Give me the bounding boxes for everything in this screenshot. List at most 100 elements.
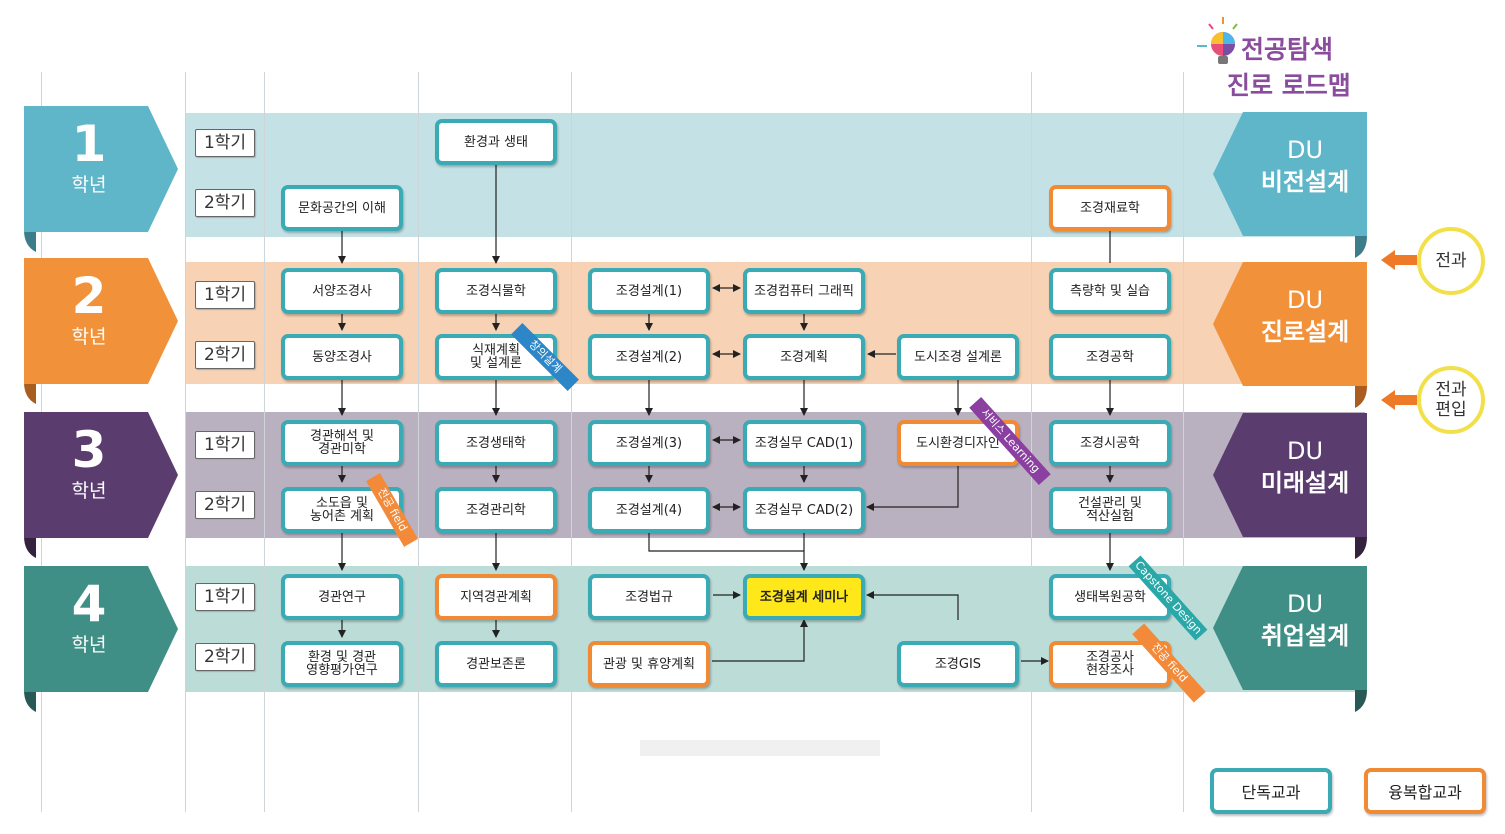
du-title: DU xyxy=(1286,136,1324,164)
transfer-circle: 전과 xyxy=(1417,227,1485,295)
course-box: 문화공간의 이해 xyxy=(281,185,403,231)
course-label: 조경시공학 xyxy=(1080,435,1140,451)
course-label: 생태복원공학 xyxy=(1074,589,1146,605)
course-label: 조경설계 세미나 xyxy=(759,589,849,605)
course-box: 조경실무 CAD(1) xyxy=(743,420,865,466)
arrow-left-icon xyxy=(1381,250,1417,270)
grade-number: 3 xyxy=(71,421,107,479)
du-subtitle: 취업설계 xyxy=(1260,622,1350,650)
course-box: 경관보존론 xyxy=(435,641,557,687)
course-box: 환경 및 경관 영향평가연구 xyxy=(281,641,403,687)
course-box: 건설관리 및 적산실험 xyxy=(1049,487,1171,533)
lightbulb-icon xyxy=(1197,17,1238,64)
course-box: 조경생태학 xyxy=(435,420,557,466)
column-divider xyxy=(1031,72,1032,812)
grade-2-tab: 2 학년 xyxy=(24,258,178,404)
course-label: 조경설계(4) xyxy=(615,502,683,518)
du-vision-tab: DU 비전설계 xyxy=(1213,112,1367,258)
du-title: DU xyxy=(1286,437,1324,465)
grade-number: 2 xyxy=(71,267,107,325)
course-label: 환경 및 경관 영향평가연구 xyxy=(306,650,378,678)
grade-number: 1 xyxy=(71,115,107,173)
legend-label: 융복합교과 xyxy=(1388,783,1462,802)
legend-single: 단독교과 xyxy=(1210,768,1332,814)
du-subtitle: 진로설계 xyxy=(1260,318,1350,346)
course-box: 조경계획 xyxy=(743,334,865,380)
course-box: 측량학 및 실습 xyxy=(1049,268,1171,314)
du-subtitle: 미래설계 xyxy=(1260,469,1350,497)
grade-label: 학년 xyxy=(71,174,107,196)
course-label: 조경컴퓨터 그래픽 xyxy=(754,283,854,299)
course-box: 도시조경 설계론 xyxy=(897,334,1019,380)
course-label: 도시조경 설계론 xyxy=(914,349,1002,365)
legend-label: 단독교과 xyxy=(1241,783,1301,802)
course-box: 조경법규 xyxy=(588,574,710,620)
transfer-admit-label: 편입 xyxy=(1435,400,1467,420)
course-label: 조경식물학 xyxy=(466,283,526,299)
course-label: 조경설계(3) xyxy=(615,435,683,451)
course-label: 조경공학 xyxy=(1086,349,1134,365)
course-label: 건설관리 및 적산실험 xyxy=(1078,496,1142,524)
course-label: 조경실무 CAD(1) xyxy=(754,435,854,451)
gray-bar xyxy=(640,740,880,756)
course-box: 경관해석 및 경관미학 xyxy=(281,420,403,466)
course-box: 조경재료학 xyxy=(1049,185,1171,231)
course-label: 조경설계(2) xyxy=(615,349,683,365)
grade-number: 4 xyxy=(71,575,107,633)
arrow-left-icon xyxy=(1381,390,1417,410)
course-label: 도시환경디자인 xyxy=(916,435,1000,451)
legend-fusion: 융복합교과 xyxy=(1364,768,1486,814)
du-title: DU xyxy=(1286,286,1324,314)
course-box: 동양조경사 xyxy=(281,334,403,380)
course-box: 조경관리학 xyxy=(435,487,557,533)
course-label: 관광 및 휴양계획 xyxy=(603,656,695,672)
title-line1: 전공탐색 xyxy=(1241,35,1334,64)
course-label: 소도읍 및 농어촌 계획 xyxy=(310,496,374,524)
du-title: DU xyxy=(1286,590,1324,618)
course-box: 조경컴퓨터 그래픽 xyxy=(743,268,865,314)
semester-label: 2학기 xyxy=(195,643,255,671)
semester-label: 2학기 xyxy=(195,189,255,217)
grade-label: 학년 xyxy=(71,326,107,348)
semester-label: 1학기 xyxy=(195,431,255,459)
course-box: 조경설계(4) xyxy=(588,487,710,533)
course-label: 식재계획 및 설계론 xyxy=(470,343,522,371)
course-label: 조경관리학 xyxy=(466,502,526,518)
course-box: 조경GIS xyxy=(897,641,1019,687)
course-box: 조경시공학 xyxy=(1049,420,1171,466)
course-label: 서양조경사 xyxy=(312,283,372,299)
course-label: 환경과 생태 xyxy=(464,134,528,150)
course-box: 지역경관계획 xyxy=(435,574,557,620)
course-box: 조경설계(1) xyxy=(588,268,710,314)
semester-label: 2학기 xyxy=(195,341,255,369)
course-label: 조경공사 현장조사 xyxy=(1086,650,1134,678)
course-box-highlight: 조경설계 세미나 xyxy=(743,574,865,620)
course-box: 조경설계(2) xyxy=(588,334,710,380)
column-divider xyxy=(264,72,265,812)
du-future-tab: DU 미래설계 xyxy=(1213,413,1367,559)
course-label: 문화공간의 이해 xyxy=(298,200,386,216)
grade-1-tab: 1 학년 xyxy=(24,106,178,252)
course-label: 조경실무 CAD(2) xyxy=(754,502,854,518)
semester-label: 1학기 xyxy=(195,129,255,157)
course-label: 조경재료학 xyxy=(1080,200,1140,216)
column-divider xyxy=(185,72,186,812)
course-label: 경관연구 xyxy=(318,589,366,605)
course-label: 지역경관계획 xyxy=(460,589,532,605)
transfer-label: 전과 xyxy=(1435,251,1467,271)
course-box: 조경공학 xyxy=(1049,334,1171,380)
semester-label: 1학기 xyxy=(195,583,255,611)
course-box: 조경식물학 xyxy=(435,268,557,314)
column-divider xyxy=(571,72,572,812)
title-line2: 진로 로드맵 xyxy=(1227,71,1351,100)
course-label: 조경생태학 xyxy=(466,435,526,451)
course-box: 조경공사 현장조사 xyxy=(1049,641,1171,687)
grade-label: 학년 xyxy=(71,634,107,656)
semester-label: 2학기 xyxy=(195,491,255,519)
du-career-tab: DU 진로설계 xyxy=(1213,262,1367,408)
course-box: 조경실무 CAD(2) xyxy=(743,487,865,533)
grade-3-tab: 3 학년 xyxy=(24,412,178,558)
course-box: 식재계획 및 설계론 xyxy=(435,334,557,380)
